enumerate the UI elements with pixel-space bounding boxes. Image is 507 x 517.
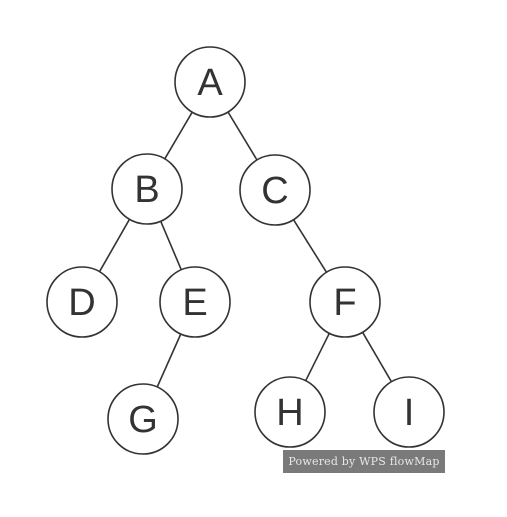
node-circle — [111, 153, 183, 225]
node-label: E — [182, 282, 207, 324]
node-circle — [373, 376, 445, 448]
node-h: H — [254, 376, 326, 448]
node-circle — [254, 376, 326, 448]
node-d: D — [46, 266, 118, 338]
node-b: B — [111, 153, 183, 225]
edge-e-g — [156, 333, 182, 388]
node-g: G — [107, 383, 179, 455]
edge-f-i — [361, 331, 393, 383]
edge-c-f — [292, 219, 328, 273]
edge-f-h — [304, 332, 331, 382]
node-label: B — [134, 169, 159, 211]
node-label: I — [404, 392, 415, 434]
node-label: F — [333, 282, 356, 324]
nodes: A B C D E F G H I — [46, 46, 445, 455]
edges — [98, 111, 393, 388]
node-circle — [309, 266, 381, 338]
edge-a-c — [227, 111, 258, 161]
edge-b-e — [159, 220, 183, 271]
node-circle — [107, 383, 179, 455]
node-label: H — [276, 392, 303, 434]
node-label: C — [261, 170, 288, 212]
node-circle — [159, 266, 231, 338]
node-i: I — [373, 376, 445, 448]
node-label: D — [68, 282, 95, 324]
node-a: A — [174, 46, 246, 118]
node-circle — [239, 154, 311, 226]
node-f: F — [309, 266, 381, 338]
node-label: A — [197, 62, 223, 104]
edge-b-d — [98, 218, 131, 273]
watermark-badge: Powered by WPS flowMap — [283, 450, 445, 473]
node-c: C — [239, 154, 311, 226]
node-circle — [46, 266, 118, 338]
node-label: G — [128, 399, 158, 441]
node-circle — [174, 46, 246, 118]
edge-a-b — [164, 111, 193, 160]
node-e: E — [159, 266, 231, 338]
